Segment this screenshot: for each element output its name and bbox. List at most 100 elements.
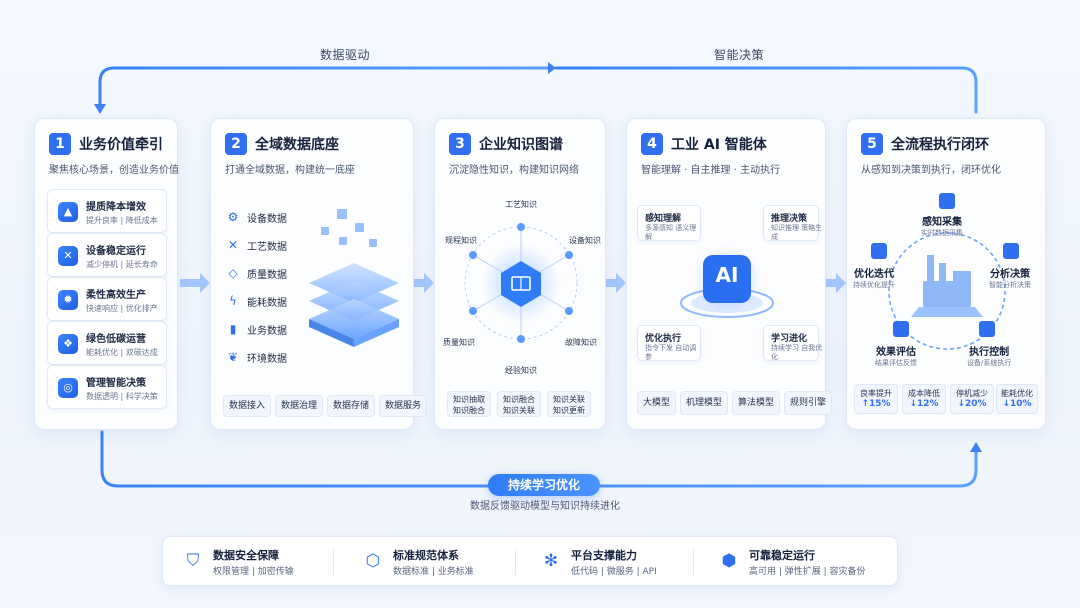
data-item: ❦ 环境数据 (225, 347, 287, 367)
continuous-learning-pill: 持续学习优化 (488, 474, 600, 496)
metric-downtime: 停机减少↓20% (950, 384, 994, 414)
value-item-title: 管理智能决策 (86, 378, 146, 389)
stage-subtitle: 智能理解 · 自主推理 · 主动执行 (641, 165, 781, 176)
tag-knowledge-link: 知识关联知识更新 (547, 391, 591, 417)
value-item-desc: 数据透明 | 科学决策 (86, 392, 158, 401)
ai-capability-box: 推理决策知识推理 策略生成 (763, 205, 822, 241)
pillar-reliability: ⬢ 可靠稳定运行高可用 | 弹性扩展 | 容灾备份 (703, 545, 893, 579)
stage-subtitle: 打通全域数据，构建统一底座 (225, 165, 355, 176)
node-equipment-knowledge: 设备知识 (569, 236, 601, 245)
node-quality-knowledge: 质量知识 (443, 338, 475, 347)
leaf-icon: ❦ (227, 350, 239, 364)
stage-card-business-value: 1 业务价值牵引 聚焦核心场景，创造业务价值 ▲ 提质降本增效 提升良率 | 降… (34, 118, 179, 430)
ai-core-label: AI (715, 263, 739, 287)
divider (333, 549, 334, 575)
data-capability-row: 数据接入 数据治理 数据存储 数据服务 (223, 395, 428, 417)
node-procedure-knowledge: 规程知识 (445, 236, 477, 245)
pillar-standards: ⬡ 标准规范体系数据标准 | 业务标准 (347, 545, 507, 579)
value-item-desc: 快速响应 | 优化排产 (86, 304, 158, 313)
cycle-step-decide: 分析决策智能分析决策 (989, 269, 1031, 289)
stage-number: 4 (641, 133, 663, 155)
pillar-platform: ✻ 平台支撑能力低代码 | 微服务 | API (525, 545, 685, 579)
shield-icon: ◇ (228, 266, 238, 280)
stage-title: 全流程执行闭环 (891, 137, 989, 153)
stage-number: 3 (449, 133, 471, 155)
stage-subtitle: 聚焦核心场景，创造业务价值 (49, 165, 179, 176)
tag-mechanism-model: 机理模型 (680, 391, 729, 415)
value-item-desc: 能耗优化 | 双碳达成 (86, 348, 158, 357)
tag-data-ingest: 数据接入 (223, 395, 272, 417)
node-process-knowledge: 工艺知识 (505, 200, 537, 209)
standard-icon: ⬡ (365, 551, 381, 571)
stage-title: 工业 AI 智能体 (671, 137, 767, 153)
shield-icon: ⛉ (186, 551, 200, 571)
ai-core-illustration (680, 245, 774, 318)
tag-data-governance: 数据治理 (275, 395, 324, 417)
tag-data-service: 数据服务 (379, 395, 428, 417)
knowledge-capability-row: 知识抽取知识融合 知识融合知识关联 知识关联知识更新 (447, 391, 591, 417)
bolt-icon: ϟ (229, 294, 237, 308)
support-pillars-bar: ⛉ 数据安全保障权限管理 | 加密传输 ⬡ 标准规范体系数据标准 | 业务标准 … (162, 536, 898, 586)
stage-number: 2 (225, 133, 247, 155)
value-item-title: 柔性高效生产 (86, 290, 146, 301)
node-experience-knowledge: 经验知识 (505, 366, 537, 375)
value-item-title: 提质降本增效 (86, 202, 146, 213)
flow-label-smart-decision: 智能决策 (714, 48, 765, 62)
data-item-label: 质量数据 (247, 269, 287, 281)
tag-knowledge-fuse: 知识融合知识关联 (497, 391, 541, 417)
metric-cost: 成本降低↓12% (902, 384, 946, 414)
divider (693, 549, 694, 575)
chart-icon: ▲ (58, 202, 78, 222)
value-item-desc: 减少停机 | 延长寿命 (86, 260, 158, 269)
tag-large-model: 大模型 (637, 391, 677, 415)
stage-card-execution-loop: 5 全流程执行闭环 从感知到决策到执行，闭环优化 感知采集实时数据采集 分析决策… (846, 118, 1046, 430)
node-fault-knowledge: 故障知识 (565, 338, 597, 347)
tag-data-storage: 数据存储 (327, 395, 376, 417)
stage-subtitle: 从感知到决策到执行，闭环优化 (861, 165, 1001, 176)
gear-icon: ⚙ (227, 210, 239, 224)
stage-title: 业务价值牵引 (79, 137, 163, 153)
data-item-label: 业务数据 (247, 325, 287, 337)
wrench-icon: ✕ (58, 246, 78, 266)
stage-number: 1 (49, 133, 71, 155)
continuous-learning-subtitle: 数据反馈驱动模型与知识持续进化 (470, 501, 620, 512)
ai-capability-box: 学习进化持续学习 自我优化 (763, 325, 822, 361)
data-item-label: 环境数据 (247, 353, 287, 365)
flow-label-data-driven: 数据驱动 (320, 48, 371, 62)
data-item: ✕工艺数据 (225, 235, 287, 255)
hexagon-icon: ⬢ (721, 551, 737, 571)
tag-rule-engine: 规则引擎 (784, 391, 833, 415)
stage-title: 全域数据底座 (255, 137, 339, 153)
bar-chart-icon: ▮ (229, 322, 237, 336)
data-item: ▮ 业务数据 (225, 319, 287, 339)
cycle-step-evaluate: 效果评估结果评估反馈 (875, 347, 917, 367)
tag-algorithm-model: 算法模型 (732, 391, 781, 415)
stage-card-knowledge-graph: 3 企业知识图谱 沉淀隐性知识，构建知识网络 工艺知识 设备知识 故障知识 经验… (434, 118, 606, 430)
decision-icon: ◎ (58, 378, 78, 398)
network-icon: ✻ (543, 551, 559, 571)
value-item: ✹ 柔性高效生产 快速响应 | 优化排产 (47, 277, 167, 321)
knowledge-graph-illustration (464, 223, 578, 343)
cycle-step-sense: 感知采集实时数据采集 (921, 217, 963, 237)
value-item-desc: 提升良率 | 降低成本 (86, 216, 158, 225)
stage-card-ai-agent: 4 工业 AI 智能体 智能理解 · 自主推理 · 主动执行 AI 感知理解多源… (626, 118, 833, 430)
stage-title: 企业知识图谱 (479, 137, 563, 153)
stage-subtitle: 沉淀隐性知识，构建知识网络 (449, 165, 579, 176)
value-item: ▲ 提质降本增效 提升良率 | 降低成本 (47, 189, 167, 233)
cycle-step-execute: 执行控制设备/系统执行 (967, 347, 1012, 367)
execution-cycle-illustration (871, 193, 1019, 350)
cycle-step-iterate: 优化迭代持续优化提升 (853, 269, 895, 289)
tag-knowledge-extract: 知识抽取知识融合 (447, 391, 491, 417)
data-item: ◇ 质量数据 (225, 263, 287, 283)
value-item-title: 绿色低碳运营 (86, 334, 146, 345)
data-stack-illustration (309, 209, 399, 347)
stage-card-data-foundation: 2 全域数据底座 打通全域数据，构建统一底座 ⚙设备数据 ✕工艺数据 ◇质量数据… (210, 118, 428, 430)
data-item-label: 工艺数据 (247, 241, 287, 253)
value-item-title: 设备稳定运行 (86, 246, 146, 257)
value-item: ✕ 设备稳定运行 减少停机 | 延长寿命 (47, 233, 167, 277)
metric-yield: 良率提升↑15% (854, 384, 898, 414)
value-item: ◎ 管理智能决策 数据透明 | 科学决策 (47, 365, 167, 409)
gear-icon: ✹ (58, 290, 78, 310)
leaf-icon: ❖ (58, 334, 78, 354)
